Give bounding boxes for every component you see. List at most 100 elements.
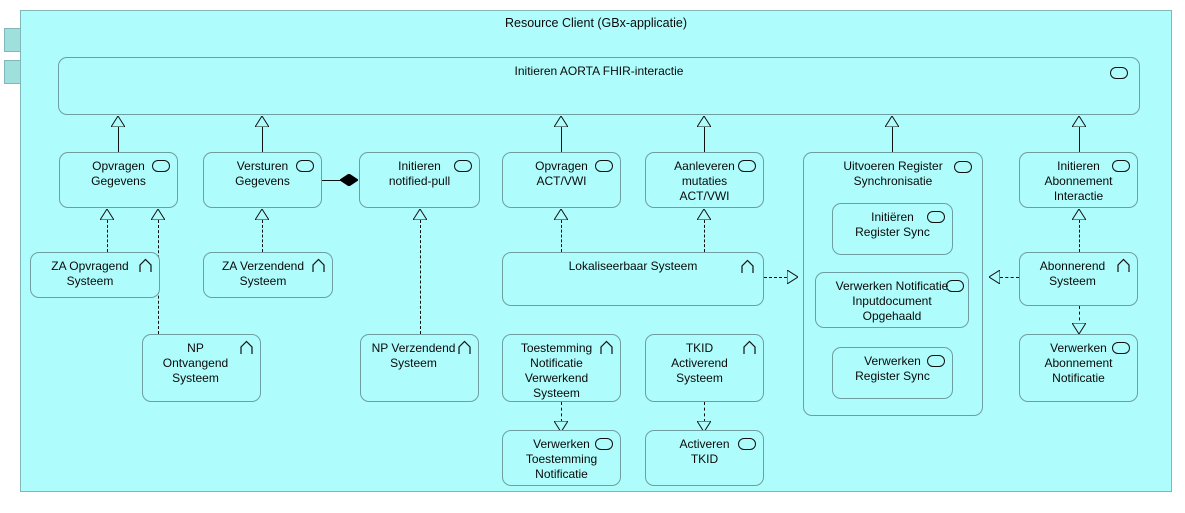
node-label: NP Ontvangend Systeem [162, 341, 229, 385]
node-label: Verwerken Register Sync [855, 354, 930, 383]
service-versturen-gegevens[interactable]: Versturen Gegevens [203, 152, 322, 208]
application-service-icon [738, 438, 756, 450]
node-label: Initieren notified-pull [388, 159, 451, 188]
node-label: Versturen Gegevens [235, 159, 290, 188]
application-role-icon [742, 340, 757, 355]
connector-line-dashed [1079, 306, 1080, 326]
connector-line-dashed [704, 402, 705, 422]
composition-connector-line [322, 180, 344, 181]
role-toestemming-notificatie-verwerkend-systeem[interactable]: Toestemming Notificatie Verwerkend Syste… [502, 334, 621, 402]
application-service-icon [1112, 160, 1130, 172]
role-za-opvragend-systeem[interactable]: ZA Opvragend Systeem [30, 252, 160, 298]
connector-line-dashed [561, 402, 562, 422]
generalization-arrow-icon [697, 116, 711, 127]
application-role-icon [599, 340, 614, 355]
connector-line [262, 127, 263, 156]
application-role-icon [311, 258, 326, 273]
generalization-arrow-icon [255, 116, 269, 127]
role-abonnerend-systeem[interactable]: Abonnerend Systeem [1019, 252, 1138, 306]
application-service-icon [738, 160, 756, 172]
application-role-icon [138, 258, 153, 273]
service-opvragen-gegevens[interactable]: Opvragen Gegevens [59, 152, 178, 208]
role-np-verzendend-systeem[interactable]: NP Verzendend Systeem [360, 334, 479, 402]
node-label: Activeren TKID [679, 437, 730, 466]
composition-diamond-icon [340, 174, 358, 186]
connector-line-dashed [1079, 220, 1080, 252]
service-activeren-tkid[interactable]: Activeren TKID [645, 430, 764, 486]
connector-line-dashed [107, 220, 108, 252]
realization-arrow-icon [151, 209, 165, 220]
node-label: Lokaliseerbaar Systeem [568, 259, 698, 273]
node-label: Verwerken Notificatie Inputdocument Opge… [835, 279, 949, 323]
node-label: Uitvoeren Register Synchronisatie [843, 159, 943, 188]
node-label: Verwerken Toestemming Notificatie [525, 437, 598, 481]
node-label: Aanleveren mutaties ACT/VWI [674, 159, 735, 203]
connector-line [118, 127, 119, 156]
service-aanleveren-mutaties-act-vwi[interactable]: Aanleveren mutaties ACT/VWI [645, 152, 764, 208]
realization-arrow-icon [255, 209, 269, 220]
application-service-icon [1110, 67, 1128, 79]
connector-line [1079, 127, 1080, 156]
connector-line-dashed [1000, 277, 1019, 278]
application-service-icon [946, 280, 964, 292]
role-tkid-activerend-systeem[interactable]: TKID Activerend Systeem [645, 334, 764, 402]
node-label: NP Verzendend Systeem [371, 341, 456, 370]
realization-arrow-icon [554, 209, 568, 220]
role-np-ontvangend-systeem[interactable]: NP Ontvangend Systeem [142, 334, 261, 402]
service-verwerken-toestemming-notificatie[interactable]: Verwerken Toestemming Notificatie [502, 430, 621, 486]
connector-line [561, 127, 562, 156]
application-service-icon [595, 438, 613, 450]
application-service-icon [296, 160, 314, 172]
application-service-icon [927, 211, 945, 223]
role-lokaliseerbaar-systeem[interactable]: Lokaliseerbaar Systeem [502, 252, 764, 306]
connector-line-dashed [561, 220, 562, 252]
role-za-verzendend-systeem[interactable]: ZA Verzendend Systeem [203, 252, 333, 298]
application-service-icon [595, 160, 613, 172]
connector-line [704, 127, 705, 156]
generalization-arrow-icon [554, 116, 568, 127]
connector-line-dashed [704, 220, 705, 252]
service-initieren-abonnement-interactie[interactable]: Initieren Abonnement Interactie [1019, 152, 1138, 208]
application-role-icon [740, 259, 755, 274]
connector-line-dashed [764, 277, 787, 278]
service-verwerken-abonnement-notificatie[interactable]: Verwerken Abonnement Notificatie [1019, 334, 1138, 402]
connector-line-dashed [262, 220, 263, 252]
connector-line-dashed [420, 220, 421, 334]
node-label: ZA Opvragend Systeem [51, 259, 129, 288]
serving-arrow-icon [989, 270, 1000, 284]
application-role-icon [457, 340, 472, 355]
service-initieren-notified-pull[interactable]: Initieren notified-pull [359, 152, 480, 208]
node-label: TKID Activerend Systeem [671, 341, 728, 385]
node-label: Toestemming Notificatie Verwerkend Syste… [520, 341, 593, 400]
application-role-icon [239, 340, 254, 355]
application-role-icon [1116, 258, 1131, 273]
realization-arrow-icon [1072, 323, 1086, 334]
realization-arrow-icon [697, 209, 711, 220]
generalization-arrow-icon [1072, 116, 1086, 127]
realization-arrow-icon [1072, 209, 1086, 220]
generalization-arrow-icon [111, 116, 125, 127]
service-opvragen-act-vwi[interactable]: Opvragen ACT/VWI [502, 152, 621, 208]
node-label: Initieren Abonnement Interactie [1044, 159, 1113, 203]
service-verwerken-register-sync[interactable]: Verwerken Register Sync [832, 347, 953, 399]
realization-arrow-icon [100, 209, 114, 220]
service-initieren-register-sync[interactable]: Initiëren Register Sync [832, 203, 953, 255]
service-verwerken-notificatie-inputdocument-opgehaald[interactable]: Verwerken Notificatie Inputdocument Opge… [815, 272, 969, 328]
node-label: Opvragen Gegevens [91, 159, 146, 188]
service-initieren-aorta-fhir-interactie[interactable]: Initieren AORTA FHIR-interactie [58, 57, 1140, 115]
node-label: Opvragen ACT/VWI [535, 159, 588, 188]
application-service-icon [454, 160, 472, 172]
connector-line [892, 127, 893, 156]
node-label: Initieren AORTA FHIR-interactie [514, 64, 684, 78]
application-service-icon [1112, 342, 1130, 354]
node-label: ZA Verzendend Systeem [221, 259, 305, 288]
realization-arrow-icon [413, 209, 427, 220]
application-service-icon [927, 355, 945, 367]
realization-arrow-icon [554, 421, 568, 432]
serving-arrow-icon [787, 270, 798, 284]
realization-arrow-icon [697, 421, 711, 432]
generalization-arrow-icon [885, 116, 899, 127]
application-service-icon [152, 160, 170, 172]
node-label: Verwerken Abonnement Notificatie [1044, 341, 1113, 385]
